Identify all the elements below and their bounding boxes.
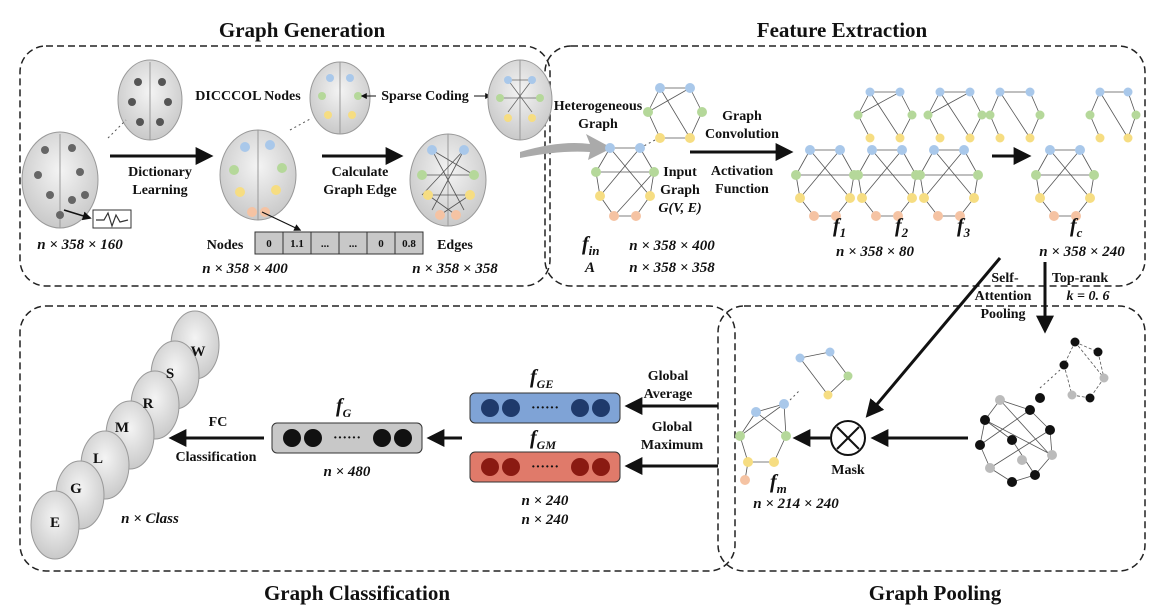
graph-conv-label-1: Graph — [722, 109, 762, 124]
pooled-graph-fm — [735, 347, 853, 485]
vector-cell: 0 — [266, 238, 272, 250]
attention-label: Attention — [975, 289, 1032, 304]
edges-dim: n × 358 × 358 — [412, 261, 498, 277]
pooled-bw-graph — [975, 337, 1109, 487]
input-graph — [591, 143, 659, 221]
fge-vector: ······ — [469, 392, 621, 424]
class-letter-e: E — [50, 515, 60, 531]
classification-label: Classification — [176, 450, 257, 465]
vector-cell: ... — [321, 238, 330, 250]
node-feature-vector: 0 1.1 ... ... 0 0.8 — [254, 231, 424, 255]
fc-graph — [1031, 87, 1141, 221]
f1-symbol: f1 — [833, 215, 846, 240]
title-graph-generation: Graph Generation — [219, 18, 386, 42]
f-in-symbol: fin — [582, 233, 600, 258]
title-graph-pooling: Graph Pooling — [869, 581, 1002, 605]
graph-pooling-frame — [717, 305, 1146, 572]
class-brain-stack — [30, 310, 220, 560]
class-dim: n × Class — [121, 511, 179, 527]
fgm-symbol: fGM — [530, 427, 556, 452]
fg-symbol: fG — [336, 395, 352, 420]
class-letter-g: G — [70, 481, 82, 497]
title-feature-extraction: Feature Extraction — [757, 18, 928, 42]
heterogeneous-graph-label: Graph — [578, 117, 618, 132]
k-label: k = 0. 6 — [1067, 289, 1110, 304]
conv-graph-stack — [791, 87, 1045, 221]
graph-generation-frame — [19, 45, 551, 287]
a-symbol: A — [584, 260, 595, 276]
title-graph-classification: Graph Classification — [264, 581, 450, 605]
fge-symbol: fGE — [530, 366, 553, 391]
fgm-vector: ······ — [469, 451, 621, 483]
fm-dim: n × 214 × 240 — [753, 496, 839, 512]
timeseries-icon — [92, 209, 132, 229]
f-conv-dim: n × 358 × 80 — [836, 244, 914, 260]
f-in-dim: n × 358 × 400 — [629, 238, 715, 254]
graph-edge-label: Graph Edge — [323, 183, 397, 198]
fgm-dots: ······ — [531, 460, 559, 475]
heterogeneous-label: Heterogeneous — [554, 99, 643, 114]
vector-cell: 0 — [378, 238, 384, 250]
global-avg-label-2: Average — [644, 387, 693, 402]
top-rank-label: Top-rank — [1052, 271, 1109, 286]
vector-cell: 0.8 — [402, 238, 416, 250]
sparse-coding-label: Sparse Coding — [381, 89, 469, 104]
edges-label: Edges — [437, 238, 473, 253]
fg-vector: ······ — [271, 422, 423, 454]
a-dim: n × 358 × 358 — [629, 260, 715, 276]
global-max-label-1: Global — [652, 420, 693, 435]
vector-cell: ... — [349, 238, 358, 250]
self-label: Self- — [991, 271, 1019, 286]
heterogeneous-graph-top — [643, 83, 707, 143]
fge-dim: n × 240 — [522, 493, 569, 509]
calculate-label: Calculate — [332, 165, 389, 180]
function-label: Function — [715, 182, 769, 197]
brain-edges — [409, 133, 487, 227]
input-dim: n × 358 × 160 — [37, 237, 123, 253]
brain-nodes — [219, 129, 297, 221]
class-letter-s: S — [166, 366, 174, 382]
graph-conv-label-2: Convolution — [705, 127, 779, 142]
brain-sparse-right — [487, 59, 553, 141]
global-max-label-2: Maximum — [641, 438, 704, 453]
gve-label: G(V, E) — [658, 201, 701, 216]
global-avg-label-1: Global — [648, 369, 689, 384]
f2-symbol: f2 — [895, 215, 909, 240]
input-label: Input — [663, 165, 697, 180]
transition-arrow — [520, 134, 612, 160]
fc-dim: n × 358 × 240 — [1039, 244, 1125, 260]
class-letter-w: W — [191, 344, 206, 360]
fc-symbol: fc — [1070, 215, 1083, 240]
learning-label: Learning — [132, 183, 187, 198]
class-letter-l: L — [93, 451, 103, 467]
fc-label: FC — [209, 415, 228, 430]
vector-cell: 1.1 — [290, 238, 304, 250]
fm-symbol: fm — [770, 471, 787, 496]
f3-symbol: f3 — [957, 215, 971, 240]
mask-operator-icon — [830, 420, 866, 456]
fge-dots: ······ — [531, 401, 559, 416]
nodes-label: Nodes — [207, 238, 244, 253]
class-letter-r: R — [143, 396, 154, 412]
activation-label: Activation — [711, 164, 773, 179]
pooling-label: Pooling — [980, 307, 1025, 322]
brain-dicccol — [117, 59, 183, 141]
dictionary-label: Dictionary — [128, 165, 192, 180]
brain-sparse-left — [309, 61, 371, 135]
dicccol-nodes-label: DICCCOL Nodes — [195, 89, 301, 104]
fgm-dim: n × 240 — [522, 512, 569, 528]
feature-extraction-frame — [544, 45, 1146, 287]
nodes-dim: n × 358 × 400 — [202, 261, 288, 277]
mask-label: Mask — [831, 463, 865, 478]
fg-dim: n × 480 — [324, 464, 371, 480]
graph-classification-frame — [19, 305, 736, 572]
brain-input — [21, 131, 99, 229]
input-graph-label: Graph — [660, 183, 700, 198]
class-letter-m: M — [115, 420, 129, 436]
fg-dots: ······ — [333, 431, 361, 446]
